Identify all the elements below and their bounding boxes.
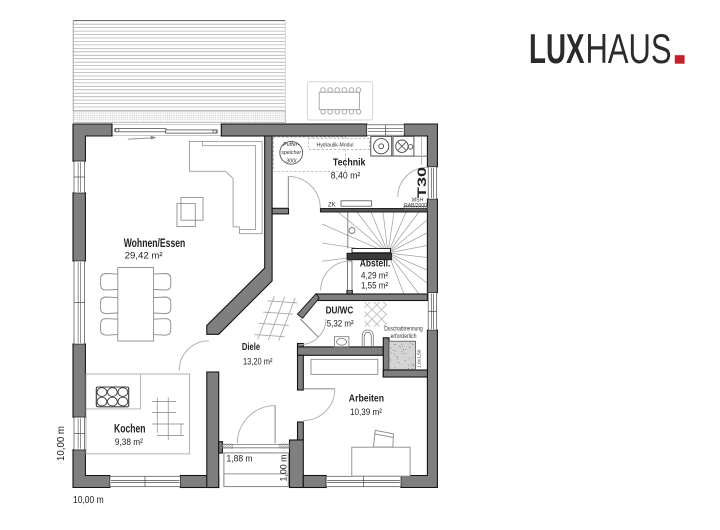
svg-text:10,00 m: 10,00 m [55,426,67,461]
svg-text:1,55 m²: 1,55 m² [361,281,388,291]
svg-text:1,00 m: 1,00 m [279,454,290,481]
svg-text:DU/WC: DU/WC [326,304,354,316]
svg-text:RAB/2000: RAB/2000 [404,203,427,209]
svg-text:erforderlich: erforderlich [391,334,417,340]
svg-text:T30: T30 [415,167,429,198]
svg-text:Puffer-: Puffer- [283,142,299,148]
svg-text:Duschabtrennung: Duschabtrennung [384,326,423,332]
svg-text:29,42 m²: 29,42 m² [125,250,163,261]
svg-text:Abstell.: Abstell. [360,258,391,270]
svg-text:Hydraulik-Modul: Hydraulik-Modul [317,143,354,149]
svg-text:300l: 300l [286,159,297,165]
svg-text:9,38 m²: 9,38 m² [115,437,143,448]
svg-text:Wohnen/Essen: Wohnen/Essen [124,236,186,250]
svg-text:Arbeiten: Arbeiten [349,392,384,404]
svg-text:4,29 m²: 4,29 m² [361,271,388,281]
svg-text:5,32 m²: 5,32 m² [327,319,354,330]
svg-text:MSH: MSH [412,197,424,203]
svg-text:13,20 m²: 13,20 m² [243,357,273,368]
svg-text:1,0x1,50: 1,0x1,50 [417,349,423,368]
svg-text:ZK: ZK [328,202,336,208]
svg-text:Kochen: Kochen [114,422,146,436]
svg-text:Technik: Technik [333,158,366,169]
svg-text:LUX: LUX [529,25,585,72]
svg-text:8,40 m²: 8,40 m² [331,171,361,181]
svg-text:10,00 m: 10,00 m [73,494,104,506]
svg-text:speicher: speicher [281,150,301,156]
svg-text:Diele: Diele [242,341,260,353]
svg-text:HAUS: HAUS [586,25,672,72]
svg-text:10,39 m²: 10,39 m² [350,407,382,418]
svg-text:1,88 m: 1,88 m [227,454,253,465]
